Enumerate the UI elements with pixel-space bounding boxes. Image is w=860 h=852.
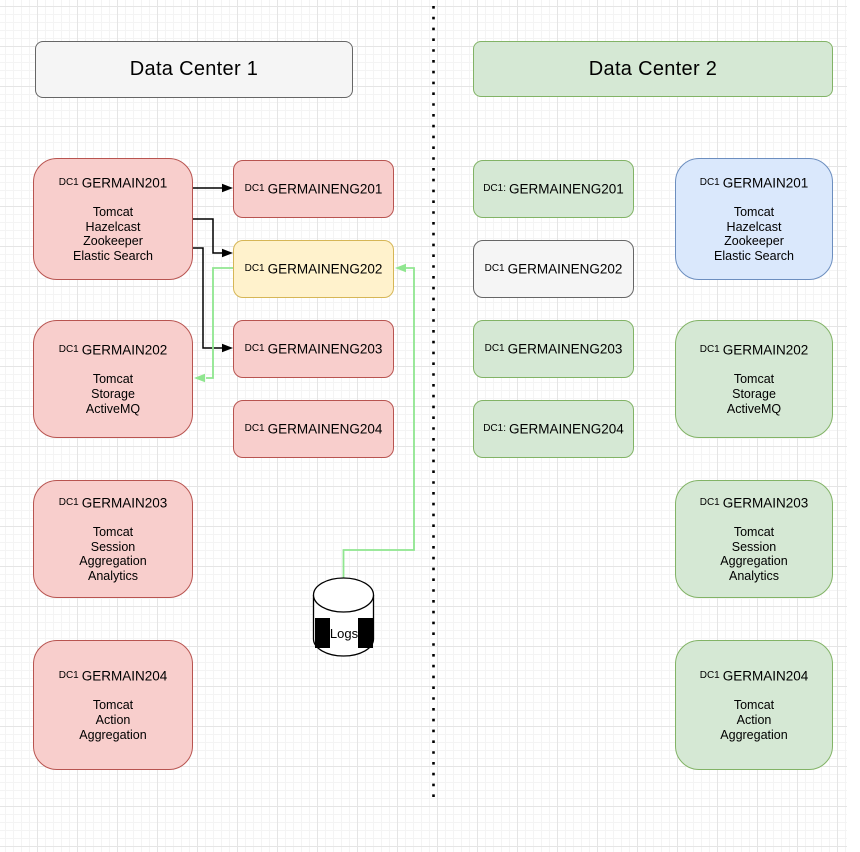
service-label: Session [731, 539, 777, 554]
service-label: Aggregation [720, 727, 788, 742]
service-label: ActiveMQ [85, 401, 141, 416]
arrowhead-eng202-to-germain202 [194, 373, 205, 383]
connector-germain201-to-eng202[interactable] [193, 218, 222, 254]
node-dc2-germaineng204[interactable]: DC1:GERMAINENG204 [473, 400, 634, 458]
dc2-title-label: Data Center 2 [588, 57, 718, 80]
service-label: Tomcat [92, 698, 134, 713]
service-label: Analytics [728, 568, 780, 583]
service-label: Tomcat [92, 372, 134, 387]
service-label: ActiveMQ [726, 401, 782, 416]
canvas-right-margin [847, 0, 860, 852]
arrowhead-to-eng203 [222, 343, 233, 353]
node-label: DC1:GERMAINENG201 [483, 181, 624, 197]
service-label: Elastic Search [73, 248, 153, 263]
logs-label: Logs [329, 625, 359, 641]
dc1-title-box[interactable]: Data Center 1 [35, 41, 353, 98]
service-label: Storage [91, 386, 135, 401]
service-label: Hazelcast [85, 219, 141, 234]
arrowhead-logs-to-eng202 [395, 263, 406, 273]
service-label: Storage [732, 386, 776, 401]
service-label: Tomcat [733, 372, 775, 387]
logs-label-right-bar [358, 618, 373, 648]
service-label: Zookeeper [724, 234, 784, 249]
service-label: Tomcat [92, 525, 134, 540]
service-label: Tomcat [92, 205, 134, 220]
dc2-title-box[interactable]: Data Center 2 [473, 41, 833, 97]
service-label: Aggregation [79, 554, 147, 569]
logs-node[interactable]: Logs [315, 618, 373, 648]
logs-label-left-bar [315, 618, 330, 648]
service-label: Analytics [87, 568, 139, 583]
service-label: Aggregation [720, 554, 788, 569]
service-label: Hazelcast [726, 219, 782, 234]
service-label: Tomcat [733, 205, 775, 220]
service-label: Aggregation [79, 727, 147, 742]
dc1-title-label: Data Center 1 [129, 58, 259, 80]
arrowhead-to-eng201 [222, 183, 233, 193]
service-label: Elastic Search [714, 248, 794, 263]
connector-eng202-to-germain202[interactable] [206, 267, 233, 379]
node-dc2-germaineng201[interactable]: DC1:GERMAINENG201 [473, 160, 634, 218]
service-label: Zookeeper [83, 234, 143, 249]
service-label: Action [736, 712, 772, 727]
service-label: Action [95, 712, 131, 727]
service-label: Tomcat [733, 698, 775, 713]
service-label: Session [90, 539, 136, 554]
arrowhead-to-eng202 [222, 248, 233, 258]
node-label: DC1:GERMAINENG204 [483, 421, 624, 437]
connector-germain201-to-eng203[interactable] [193, 247, 222, 349]
service-label: Tomcat [733, 525, 775, 540]
